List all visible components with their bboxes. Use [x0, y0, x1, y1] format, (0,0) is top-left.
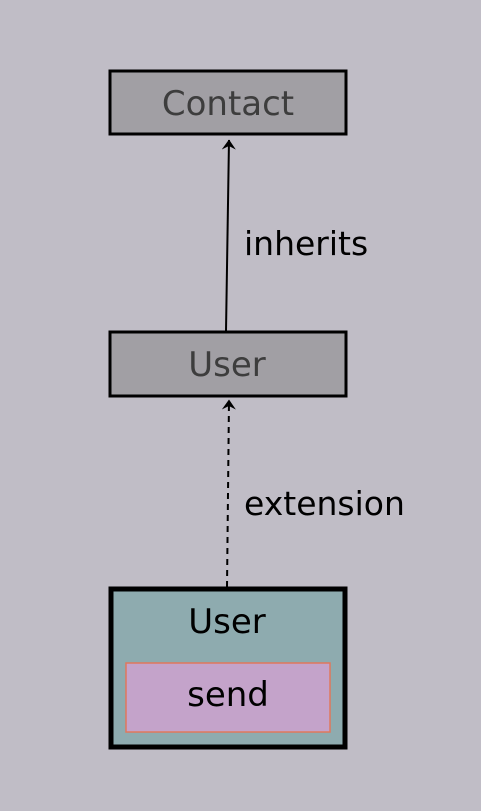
contact-label: Contact	[162, 84, 294, 124]
user-extension-node[interactable]: User send	[108, 586, 348, 750]
inherits-edge: inherits	[221, 139, 368, 332]
send-method-box	[125, 662, 331, 733]
contact-node[interactable]: Contact	[108, 69, 348, 136]
user-node[interactable]: User	[108, 330, 348, 398]
user-label: User	[188, 345, 266, 385]
inherits-label: inherits	[244, 224, 368, 263]
extension-edge: extension	[221, 399, 405, 588]
send-method[interactable]: send	[125, 662, 331, 733]
contact-box	[108, 69, 348, 136]
extension-label: extension	[244, 484, 405, 523]
inherits-arrow	[221, 139, 236, 332]
extension-arrow	[221, 399, 236, 588]
user-extension-title: User	[188, 602, 266, 642]
user-box	[108, 330, 348, 398]
send-method-label: send	[187, 675, 269, 715]
